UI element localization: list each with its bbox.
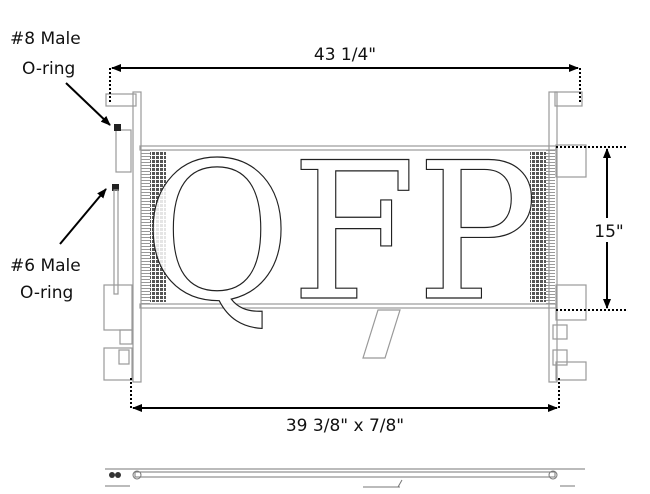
fitting-6-icon bbox=[112, 184, 119, 191]
right-fin-block bbox=[530, 152, 546, 302]
condenser-top-view bbox=[105, 468, 585, 488]
overall-width-label: 43 1/4" bbox=[314, 45, 376, 65]
left-fin-block bbox=[150, 152, 166, 302]
fitting-8-icon bbox=[114, 124, 121, 131]
svg-text:#6 Male: #6 Male bbox=[10, 256, 81, 276]
fitting-8-callout: #8 Male O-ring bbox=[10, 29, 111, 126]
core-height-label: 15" bbox=[594, 222, 623, 242]
fitting-6-callout: #6 Male O-ring bbox=[10, 188, 107, 303]
condenser-core bbox=[139, 145, 557, 309]
fitting-8-arrow bbox=[65, 82, 111, 126]
qfp-watermark: QFP bbox=[142, 121, 538, 343]
left-tank bbox=[103, 91, 142, 383]
right-tank bbox=[548, 91, 587, 383]
overall-width-dimension: 43 1/4" bbox=[109, 45, 581, 102]
svg-text:O-ring: O-ring bbox=[22, 59, 75, 79]
core-width-label: 39 3/8" x 7/8" bbox=[286, 416, 404, 436]
svg-text:QFP: QFP bbox=[143, 122, 538, 343]
center-bracket bbox=[362, 309, 401, 359]
fitting-6-arrow bbox=[59, 188, 107, 245]
core-height-dimension: 15" bbox=[556, 146, 630, 311]
svg-text:O-ring: O-ring bbox=[20, 283, 73, 303]
core-width-dimension: 39 3/8" x 7/8" bbox=[130, 378, 560, 436]
svg-text:#8 Male: #8 Male bbox=[10, 29, 81, 49]
